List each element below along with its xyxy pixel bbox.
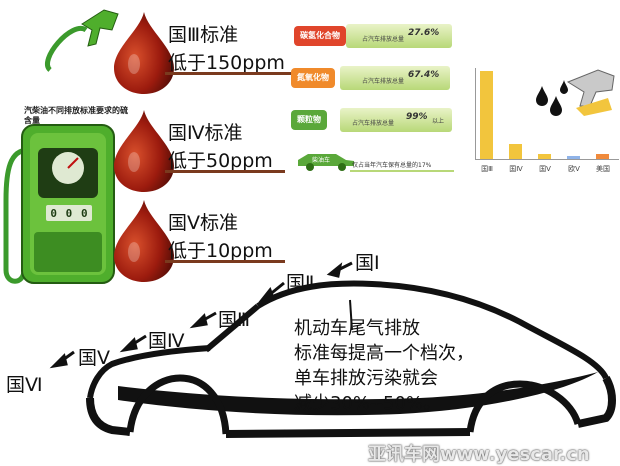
- stage-label: 国Ⅰ: [355, 252, 380, 274]
- stage-label: 国Ⅳ: [148, 330, 185, 352]
- pollutant-pct: 27.6%: [408, 28, 440, 38]
- divider-bar: [165, 260, 285, 263]
- stage-label: 国Ⅵ: [6, 374, 43, 396]
- meter-digit: 0: [50, 206, 57, 220]
- chart-category-label: 国Ⅳ: [509, 165, 523, 173]
- chart-bar: [567, 156, 580, 159]
- chart-bar: [538, 153, 551, 159]
- pollutant-note: 占汽车排放总量: [362, 78, 405, 85]
- pollutant-bar: [346, 24, 452, 48]
- pollutant-note: 占汽车排放总量: [362, 36, 405, 43]
- pollutant-bar: [340, 66, 450, 90]
- chart-bar: [596, 153, 609, 159]
- note-line: 标准每提高一个档次，: [294, 343, 474, 364]
- emission-reduction-note: 机动车尾气排放 标准每提高一个档次， 单车排放污染就会 减少30%--50%。: [294, 316, 524, 416]
- fuel-nozzle-icon: [536, 69, 615, 116]
- chart-category-label: 国Ⅲ: [481, 165, 493, 173]
- chart-category-label: 国Ⅴ: [539, 165, 551, 173]
- standard-3-title: 国Ⅲ标准: [168, 24, 239, 46]
- footer-underline: [350, 170, 454, 172]
- chart-y-axis: [475, 68, 476, 160]
- diesel-car-icon: [298, 154, 354, 171]
- diesel-label: 柴油车: [312, 157, 331, 164]
- note-line: 减少30%--50%。: [294, 393, 442, 414]
- divider-bar: [165, 170, 285, 173]
- oil-drop-icon: [114, 200, 174, 282]
- pollutant-pct: 99%: [406, 112, 428, 122]
- diesel-note: 仅占当年汽车保有总量的17%: [352, 162, 432, 169]
- pollutant-bar: [340, 108, 452, 132]
- note-line: 单车排放污染就会: [294, 368, 438, 389]
- chart-bar: [480, 71, 493, 159]
- standard-4-title: 国Ⅳ标准: [168, 122, 243, 144]
- pollutant-label: 颗粒物: [291, 110, 327, 130]
- pollutant-suffix: 以上: [432, 118, 445, 125]
- pollutant-note: 占汽车排放总量: [352, 120, 395, 127]
- divider-bar: [165, 72, 315, 75]
- stage-label: 国Ⅴ: [78, 347, 110, 369]
- note-line: 机动车尾气排放: [294, 318, 420, 339]
- standard-5-title: 国Ⅴ标准: [168, 212, 238, 234]
- chart-x-axis: [475, 159, 619, 160]
- standard-4-value: 低于50ppm: [168, 150, 273, 172]
- oil-drop-icon: [114, 12, 174, 94]
- watermark: 亚讯车网www.yescar.cn: [368, 444, 590, 465]
- pollutant-label: 碳氢化合物: [294, 26, 346, 46]
- chart-bar: [509, 144, 522, 159]
- chart-category-label: 美国: [596, 165, 610, 173]
- pollutant-label: 氮氧化物: [291, 68, 335, 88]
- pump-meter: 0 0 0: [46, 205, 92, 221]
- meter-digit: 0: [81, 206, 88, 220]
- standard-5-value: 低于10ppm: [168, 240, 273, 262]
- fuel-pump-illustration: [3, 9, 119, 284]
- chart-category-label: 欧Ⅴ: [568, 165, 580, 173]
- pollutant-pct: 67.4%: [408, 70, 440, 80]
- standard-3-value: 低于150ppm: [168, 52, 285, 74]
- pump-caption: 汽柴油不同排放标准要求的硫含量: [24, 106, 128, 125]
- meter-digit: 0: [65, 206, 73, 220]
- stage-label: 国Ⅲ: [218, 309, 251, 331]
- oil-drop-icon: [114, 110, 174, 192]
